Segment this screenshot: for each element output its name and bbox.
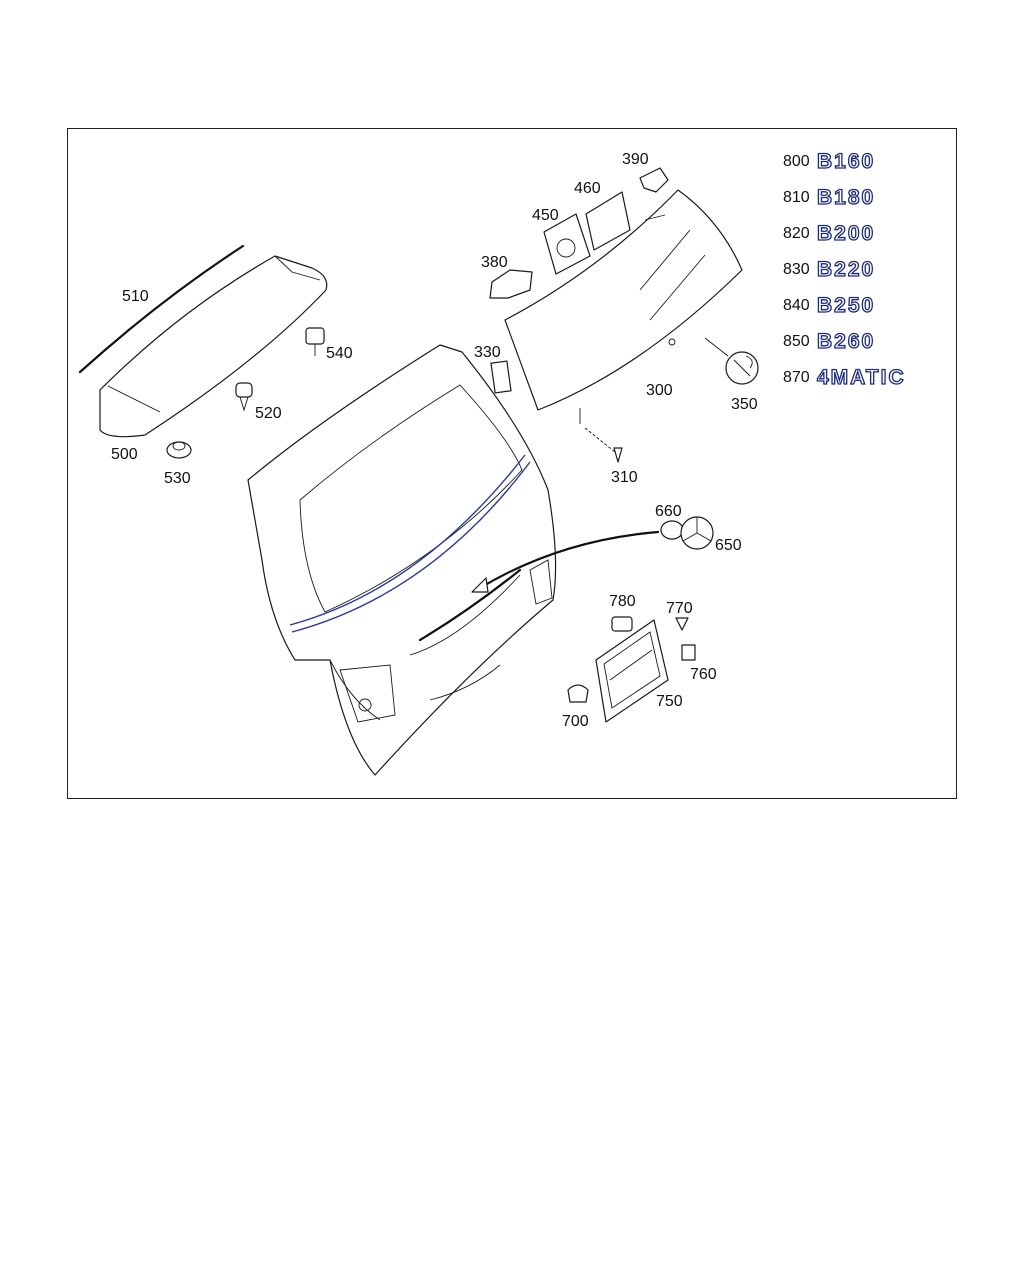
- callout-530: 530: [164, 470, 191, 487]
- tailgate-panel: [247, 344, 557, 776]
- badge-label-b220: B220: [817, 258, 875, 281]
- callout-660: 660: [655, 503, 682, 520]
- diagram-frame: [67, 128, 957, 799]
- clip-310: [613, 447, 623, 463]
- callout-330: 330: [474, 344, 501, 361]
- tailgate-window-opening: [299, 384, 523, 613]
- callout-460: 460: [574, 180, 601, 197]
- part-390: [639, 167, 669, 193]
- callout-540: 540: [326, 345, 353, 362]
- callout-750: 750: [656, 693, 683, 710]
- badge-number-830: 830: [783, 261, 810, 278]
- clip-520: [235, 382, 253, 412]
- callout-350: 350: [731, 396, 758, 413]
- trim-strip-330: [490, 360, 512, 394]
- callout-650: 650: [715, 537, 742, 554]
- license-plate-bracket-750: [595, 619, 669, 723]
- grommet-530: [166, 441, 192, 459]
- wrench-icon: [704, 337, 759, 385]
- callout-300: 300: [646, 382, 673, 399]
- callout-310: 310: [611, 469, 638, 486]
- callout-390: 390: [622, 151, 649, 168]
- rear-spoiler: [99, 255, 328, 438]
- badge-label-b250: B250: [817, 294, 875, 317]
- mounting-arrow: [478, 530, 660, 590]
- spoiler-seal-strip: [78, 244, 245, 374]
- badge-number-820: 820: [783, 225, 810, 242]
- callout-500: 500: [111, 446, 138, 463]
- badge-label-b160: B160: [817, 150, 875, 173]
- star-emblem-650: [680, 516, 714, 550]
- cap-700: [567, 684, 589, 703]
- badge-number-810: 810: [783, 189, 810, 206]
- callout-380: 380: [481, 254, 508, 271]
- callout-450: 450: [532, 207, 559, 224]
- callout-510: 510: [122, 288, 149, 305]
- badge-number-870: 870: [783, 369, 810, 386]
- rear-window-glass: [504, 189, 743, 411]
- bushing-660: [660, 520, 684, 540]
- nut-760: [681, 644, 696, 661]
- badge-number-840: 840: [783, 297, 810, 314]
- badge-label-b200: B200: [817, 222, 875, 245]
- fastener-780: [611, 616, 633, 632]
- badge-number-800: 800: [783, 153, 810, 170]
- callout-770: 770: [666, 600, 693, 617]
- callout-520: 520: [255, 405, 282, 422]
- badge-number-850: 850: [783, 333, 810, 350]
- pad-450: [543, 213, 591, 275]
- screw-770: [675, 617, 689, 631]
- callout-700: 700: [562, 713, 589, 730]
- pad-460: [585, 191, 631, 251]
- callout-760: 760: [690, 666, 717, 683]
- clip-540: [305, 327, 325, 356]
- badge-label-b180: B180: [817, 186, 875, 209]
- badge-label-b260: B260: [817, 330, 875, 353]
- badge-label-4matic: 4MATIC: [817, 366, 906, 389]
- bracket-380: [489, 269, 533, 299]
- callout-780: 780: [609, 593, 636, 610]
